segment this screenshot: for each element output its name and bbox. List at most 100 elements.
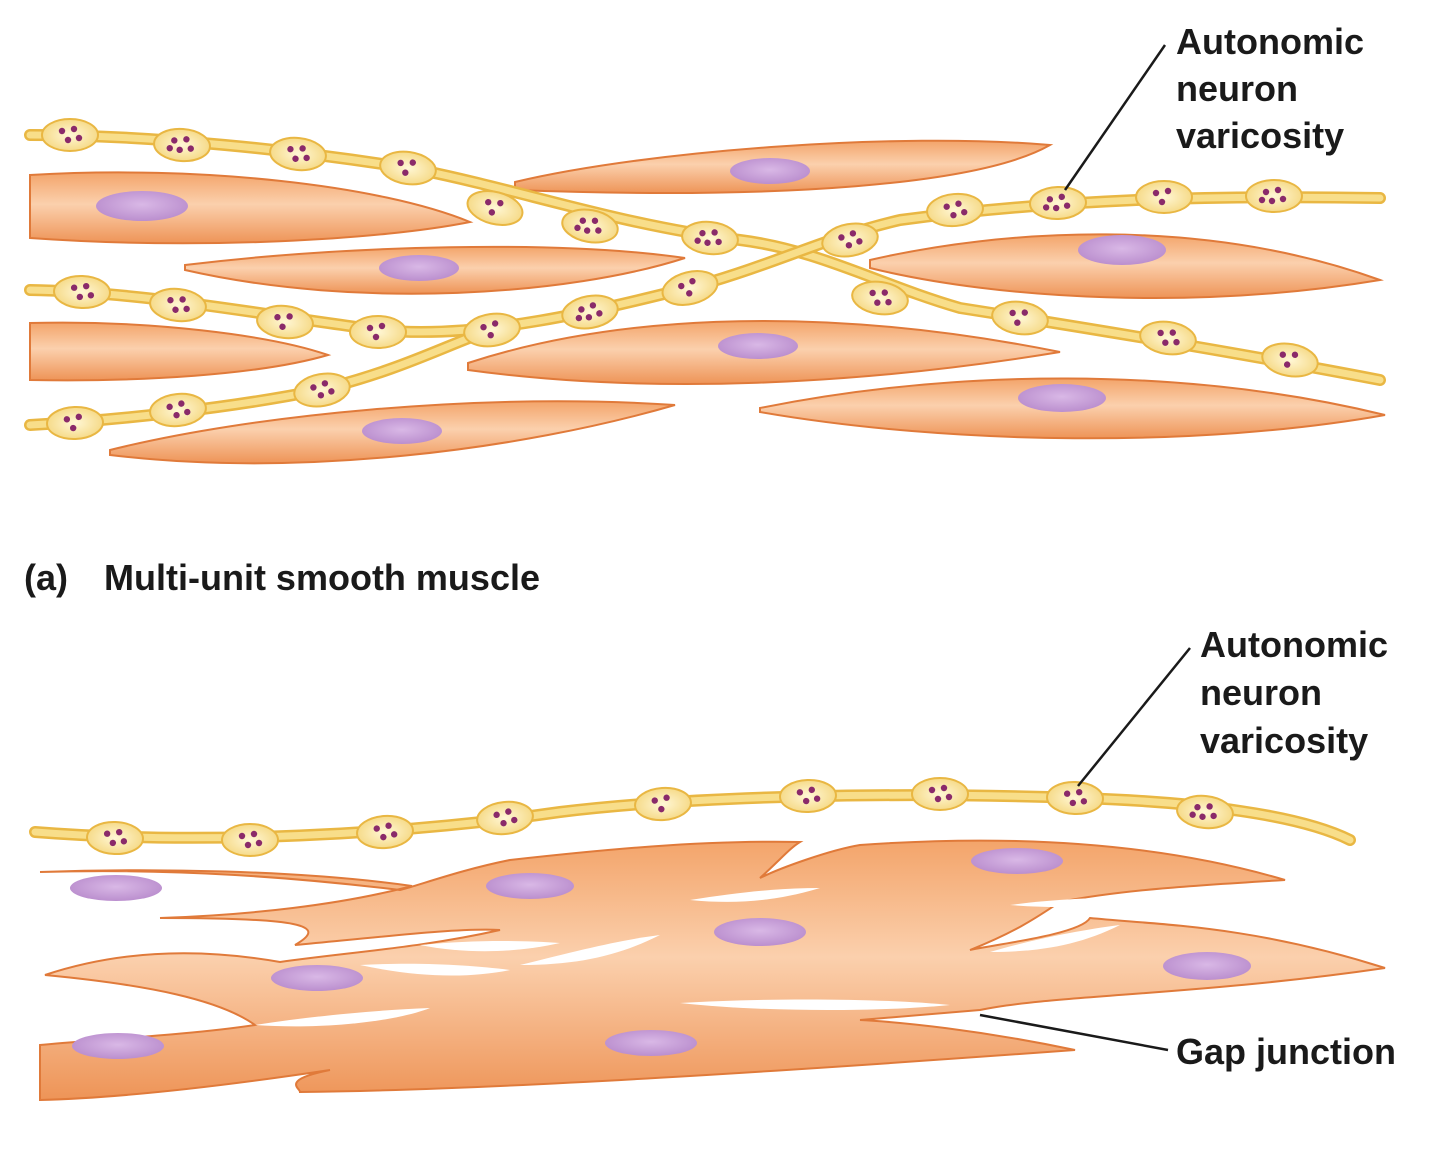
nucleus [714,918,806,946]
vesicle [796,789,804,796]
vesicle [802,797,810,805]
vesicle [487,332,494,339]
vesicle [303,154,310,162]
vesicle [1189,811,1196,818]
vesicle [869,289,876,297]
nucleus [362,418,442,444]
vesicle [69,424,77,432]
varicosity [911,777,969,811]
nucleus [1163,952,1251,980]
nucleus [379,255,459,281]
cell-gap [690,888,820,902]
vesicle [1210,812,1217,820]
vesicle [378,322,386,330]
vesicle [1080,798,1088,805]
vesicle [409,159,416,166]
vesicle [678,282,685,290]
vesicle [934,795,942,803]
panel-a-varicosities [41,118,1319,441]
vesicle [579,217,587,224]
vesicle [166,144,173,152]
vesicle [390,831,398,838]
vesicle [856,238,863,245]
vesicle [75,413,82,421]
varicosity [851,280,909,316]
vesicle [1042,204,1050,211]
vesicle [166,403,173,411]
vesicle [328,388,335,395]
vesicle [103,830,111,837]
vesicle [585,314,593,321]
vesicle [885,299,892,306]
vesicle [943,203,950,210]
vesicle [183,136,190,143]
cell-gap [420,940,560,952]
vesicle [75,134,83,142]
vesicle [1262,188,1270,196]
vesicle [299,145,306,152]
varicosity [349,315,407,349]
panel-title: Multi-unit smooth muscle [104,557,540,598]
varicosity [821,222,879,258]
vesicle [1014,319,1021,326]
varicosity-leader-line-b [1077,647,1191,787]
vesicle [511,816,518,824]
vesicle [70,284,78,291]
vesicle [686,290,693,297]
vesicle [505,808,512,815]
vesicle [955,200,962,207]
vesicle [385,822,392,829]
vesicle [480,323,487,331]
vesicle [366,324,374,332]
nucleus [1018,384,1106,412]
vesicle [287,145,294,153]
varicosity [293,372,351,408]
vesicle [1157,329,1164,337]
vesicle [1158,198,1166,206]
vesicle [711,229,718,236]
panel-letter: (a) [24,557,68,598]
vesicle [1274,186,1282,194]
vesicle [1063,790,1071,797]
vesicle [1052,204,1060,212]
vesicle [583,227,591,234]
vesicle [575,314,583,322]
vesicle [187,145,194,152]
varicosity [1046,780,1104,816]
vesicle [849,230,857,237]
nucleus [96,191,188,221]
nucleus [971,848,1063,874]
vesicle [1164,187,1172,195]
nucleus [1078,235,1166,265]
varicosity [779,778,837,814]
varicosity [46,405,104,441]
vesicle [64,136,72,144]
vesicle [497,199,504,207]
panel-a-caption: (a) Multi-unit smooth muscle [24,557,540,598]
vesicle [940,784,948,792]
vesicle [808,786,815,794]
vesicle [1162,339,1169,346]
varicosity [991,300,1049,336]
vesicle [179,296,186,303]
vesicle [715,238,722,246]
vesicle [874,299,881,306]
vesicle [1291,351,1299,358]
vesicle [1194,803,1201,811]
vesicle [961,209,968,216]
vesicle [658,805,665,813]
vesicle [1076,788,1083,796]
vesicle [1199,813,1206,820]
vesicle [595,227,602,234]
varicosity [149,392,207,428]
vesicle [1279,351,1287,358]
vesicle [813,795,821,802]
vesicle [250,830,258,838]
vesicle [63,416,71,423]
varicosity [1176,794,1234,830]
varicosity [149,287,207,323]
varicosity [379,150,437,186]
cell-gap [520,935,660,965]
vesicle [183,305,190,313]
